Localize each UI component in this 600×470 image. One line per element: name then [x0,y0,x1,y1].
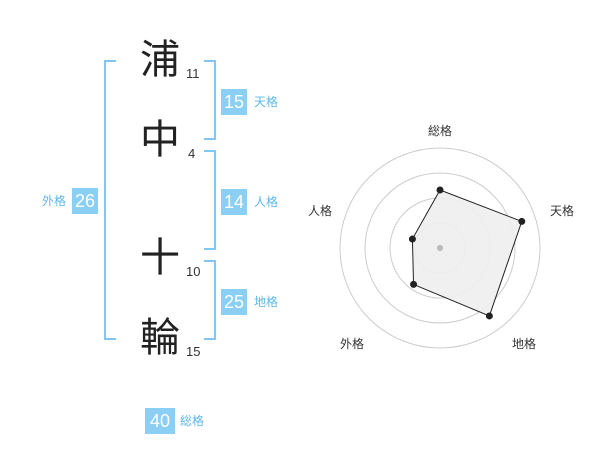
radar-ring [364,172,516,324]
radar-point [485,312,493,320]
name-char-3: 十 [140,235,180,281]
chikaku-bracket [204,260,216,340]
gaikaku-value: 26 [72,188,98,214]
stroke-count-4: 15 [186,344,201,359]
jinkaku-value: 14 [221,189,247,215]
jinkaku-label: 人格 [254,195,279,209]
stroke-count-2: 4 [188,146,196,161]
soukaku-value: 40 [145,408,175,434]
radar-point [408,235,416,243]
stroke-count-3: 10 [186,264,201,279]
name-char-4: 輪 [140,315,180,361]
tenkaku-value: 15 [221,89,247,115]
soukaku-label: 総格 [180,414,205,428]
tenkaku-label: 天格 [254,95,279,109]
radar-point [436,186,444,194]
radar-axis-label-gaikaku: 外格 [340,337,365,351]
tenkaku-bracket [204,60,216,140]
radar-point [410,280,418,288]
name-char-2: 中 [140,117,180,163]
chikaku-label: 地格 [254,295,279,309]
chikaku-value: 25 [221,289,247,315]
gaikaku-bracket [104,60,116,340]
radar-point [518,217,526,225]
jinkaku-bracket [204,150,216,250]
radar-polygon [411,189,523,317]
radar-axis-label-chikaku: 地格 [512,337,537,351]
name-char-1: 浦 [140,37,180,83]
gaikaku-label: 外格 [42,194,67,208]
radar-ring [339,147,541,349]
radar-axis-label-soukaku: 総格 [428,124,453,138]
stroke-count-1: 11 [186,66,200,81]
radar-axis-label-tenkaku: 天格 [550,204,575,218]
radar-axis-label-jinkaku: 人格 [308,204,333,218]
radar-center [437,245,443,251]
